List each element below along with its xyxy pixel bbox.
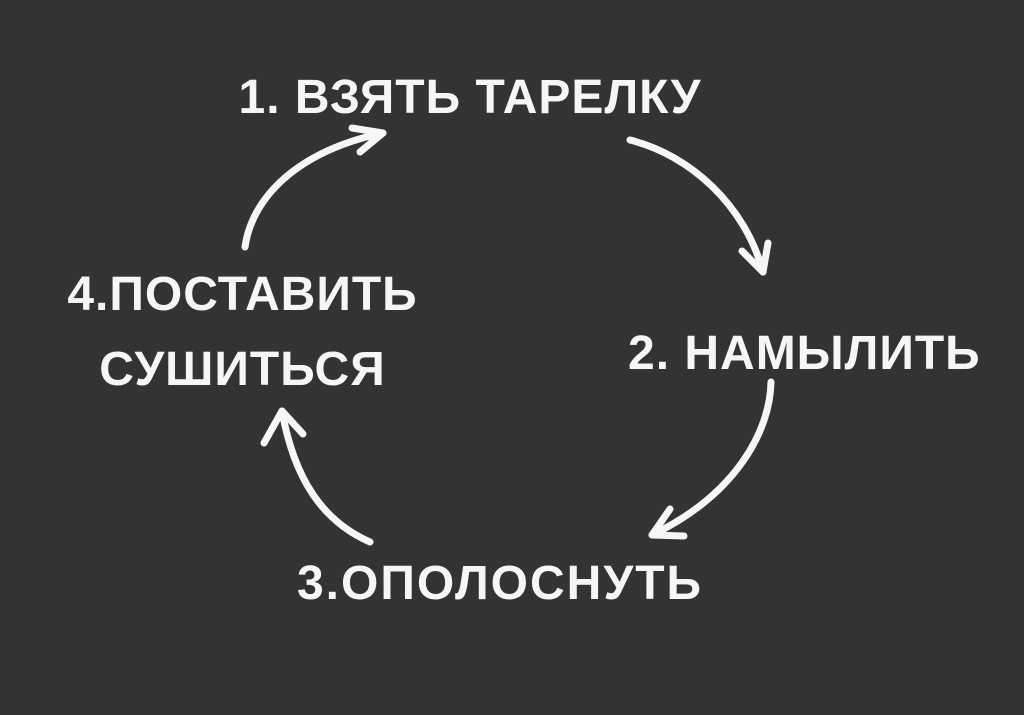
arrow-head-icon — [260, 407, 307, 447]
arrow-head-icon — [738, 239, 772, 276]
step-2-label: 2. НАМЫЛИТЬ — [628, 327, 981, 380]
step-1-take-plate: 1. ВЗЯТЬ ТАРЕЛКУ — [235, 62, 705, 134]
arrow-step4-to-step1 — [241, 124, 387, 251]
arrow-shaft — [278, 407, 374, 546]
arrow-shaft — [626, 136, 767, 276]
step-3-label: 3.ОПОЛОСНУТЬ — [296, 557, 704, 610]
step-4-put-to-dry: 4.ПОСТАВИТЬ СУШИТЬСЯ — [60, 258, 425, 408]
arrow-head-icon — [648, 505, 688, 540]
step-3-rinse: 3.ОПОЛОСНУТЬ — [290, 548, 710, 620]
step-4-label-line2: СУШИТЬСЯ — [99, 342, 386, 396]
step-1-label: 1. ВЗЯТЬ ТАРЕЛКУ — [238, 71, 702, 124]
arrow-step1-to-step2 — [626, 136, 772, 276]
step-2-soap: 2. НАМЫЛИТЬ — [628, 318, 981, 390]
arrow-shaft — [241, 129, 387, 251]
arrow-step3-to-step4 — [260, 407, 374, 546]
arrow-shaft — [648, 378, 775, 539]
step-4-label-line1: 4.ПОСТАВИТЬ — [67, 268, 418, 321]
arrow-head-icon — [348, 124, 387, 156]
arrow-step2-to-step3 — [648, 378, 775, 540]
